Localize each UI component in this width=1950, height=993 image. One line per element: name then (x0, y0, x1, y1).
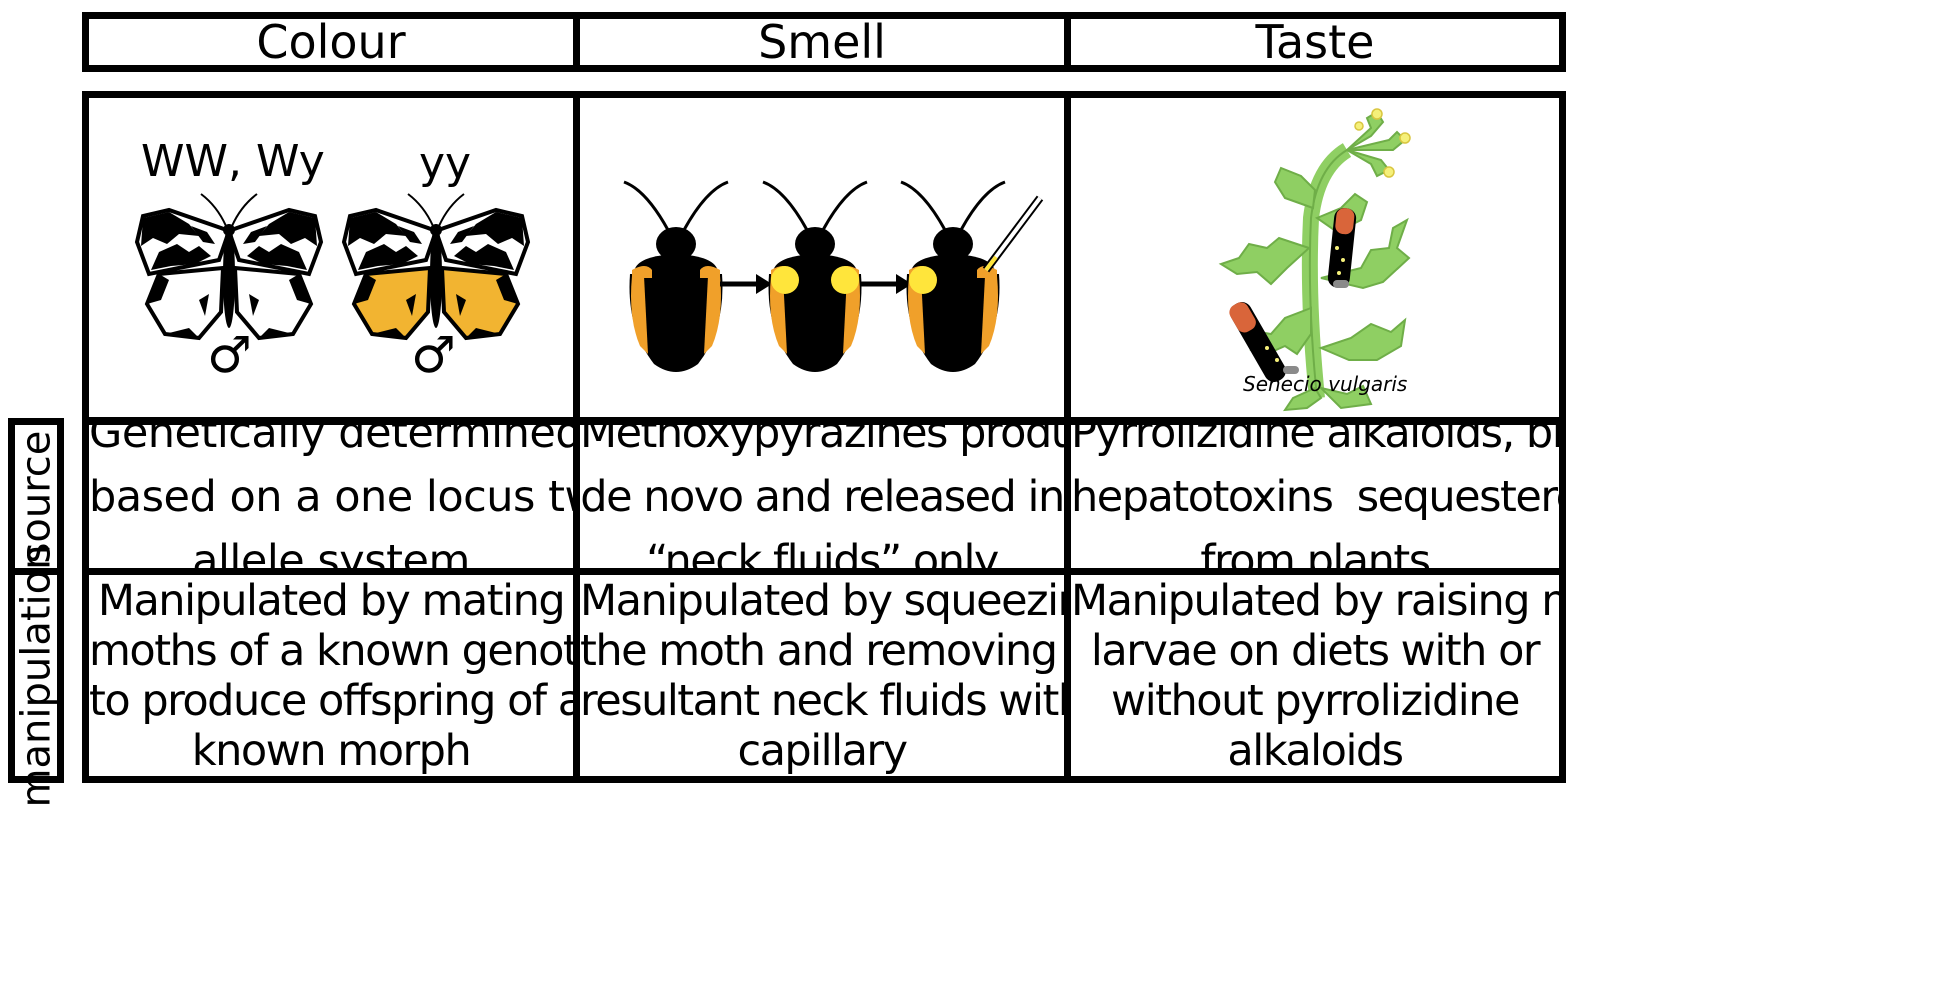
manipulation-text-colour: Manipulated by mating moths of a known g… (89, 575, 573, 776)
smell-illustration (622, 180, 1044, 374)
taste-illustration: Senecio vulgaris (1071, 98, 1559, 417)
right-arrow-icon (720, 274, 772, 294)
header-cell-colour: Colour (82, 12, 580, 72)
larva-lower (1229, 302, 1299, 382)
row-label-manipulation: manipulation (8, 544, 64, 807)
moth-fluids-removed (899, 180, 1007, 374)
text-line: based on a one locus two (89, 471, 573, 522)
genotype-left-label: WW, Wy (141, 136, 325, 187)
text-line: without pyrrolizidine (1111, 675, 1520, 726)
text-line: de novo and released in (580, 471, 1064, 522)
capillary-icon (982, 195, 1044, 273)
moth-white-hindwing (135, 192, 323, 340)
text-line: Methoxypyrazines produced (580, 425, 1064, 458)
male-symbol-right: ♂ (411, 326, 456, 384)
header-taste-label: Taste (1255, 15, 1375, 69)
manipulation-text-smell: Manipulated by squeezing the moth and re… (580, 575, 1064, 776)
text-line: “neck fluids” only (646, 535, 999, 569)
text-line: moths of a known genotype (89, 625, 573, 676)
moth-yellow-hindwing (342, 192, 530, 340)
text-line: from plants (1200, 535, 1431, 569)
manipulation-text-taste: Manipulated by raising moth larvae on di… (1071, 575, 1559, 776)
colour-illustration: WW, Wy yy (89, 98, 573, 417)
text-line: Manipulated by mating (97, 575, 566, 626)
moth-pair-graphic (135, 192, 530, 340)
header-colour-label: Colour (256, 15, 406, 69)
moth-intact (622, 180, 730, 374)
plant-caption: Senecio vulgaris (1243, 372, 1408, 396)
text-line: resultant neck fluids with a (580, 675, 1064, 726)
text-line: the moth and removing the (580, 625, 1064, 676)
larva-upper (1327, 208, 1357, 288)
senecio-plant-graphic (1218, 108, 1411, 412)
row-label-manipulation-text: manipulation (13, 544, 59, 807)
header-cell-taste: Taste (1064, 12, 1566, 72)
source-text-colour: Genetically determined based on a one lo… (89, 425, 573, 568)
text-line: Manipulated by raising moth (1071, 575, 1559, 626)
text-line: Genetically determined (89, 425, 573, 458)
moth-squeezed (761, 180, 869, 374)
right-arrow-icon (860, 274, 912, 294)
header-cell-smell: Smell (573, 12, 1071, 72)
text-line: Pyrrolizidine alkaloids, bitter (1071, 425, 1559, 458)
source-text-taste: Pyrrolizidine alkaloids, bitter hepatoto… (1071, 425, 1559, 568)
source-text-smell: Methoxypyrazines produced de novo and re… (580, 425, 1064, 568)
text-line: capillary (737, 725, 908, 776)
genotype-right-label: yy (419, 138, 472, 189)
text-line: hepatotoxins sequestered (1071, 471, 1559, 522)
row-label-source-text: source (13, 430, 59, 563)
header-smell-label: Smell (758, 15, 886, 69)
manipulation-cell-taste (1064, 568, 1566, 783)
text-line: to produce offspring of a (89, 675, 573, 726)
male-symbol-left: ♂ (207, 326, 252, 384)
text-line: larvae on diets with or (1090, 625, 1541, 676)
text-line: allele system (192, 535, 470, 569)
text-line: Manipulated by squeezing (580, 575, 1064, 626)
text-line: known morph (191, 725, 472, 776)
text-line: alkaloids (1227, 725, 1404, 776)
